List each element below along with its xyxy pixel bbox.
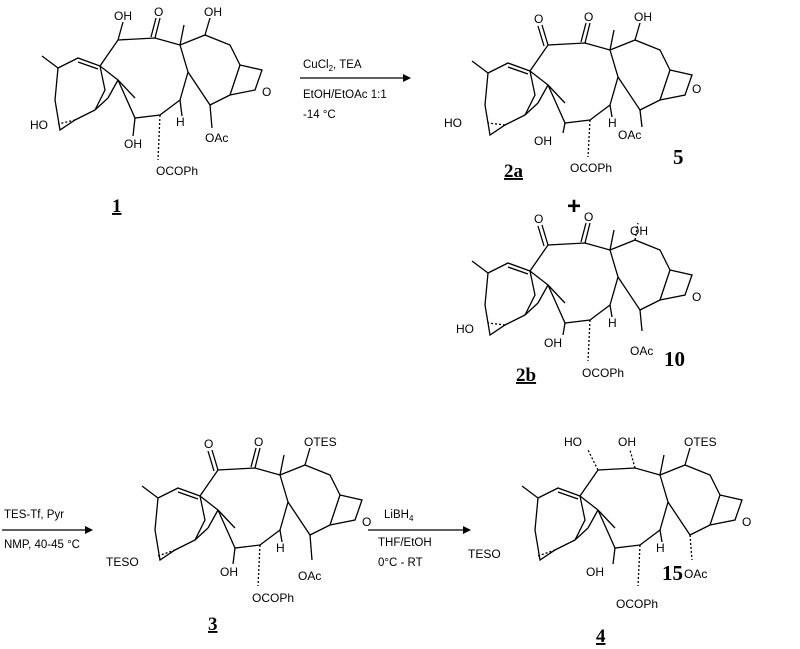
plus-sign: + [567, 193, 581, 220]
molecule-3-skeleton [141, 447, 363, 587]
compound-label-4: 4 [596, 626, 606, 647]
molecule-2b-skeleton [471, 222, 693, 362]
molecule-1-oh-right: OH [204, 5, 222, 19]
reaction3-solvent: THF/EtOH [378, 537, 432, 549]
molecule-3-oac: OAc [298, 569, 321, 583]
molecule-3-ocoph: OCOPh [252, 591, 294, 605]
molecule-1-oac: OAc [205, 131, 228, 145]
reaction1-reagent: CuCl2, TEA [303, 59, 362, 73]
molecule-3-ketone-o-1: O [204, 437, 213, 451]
molecule-2a: O O OH O H HO OH OAc OCOPh 2a [444, 10, 701, 182]
molecule-1-ocoph: OCOPh [156, 164, 198, 178]
molecule-4-otes: OTES [684, 435, 717, 449]
molecule-2a-h: H [608, 116, 617, 130]
molecule-4-teso: TESO [468, 547, 501, 561]
margin-number-5: 5 [673, 145, 684, 169]
molecule-1-h: H [176, 115, 185, 129]
molecule-2a-ketone-o-1: O [534, 12, 543, 26]
molecule-2a-skeleton [471, 22, 693, 158]
molecule-4-oh-bottom: OH [586, 565, 604, 579]
molecule-2b-ocoph: OCOPh [582, 366, 624, 380]
molecule-3-teso: TESO [106, 555, 139, 569]
molecule-4-skeleton [521, 447, 743, 587]
molecule-1: OH O OH O H HO OH OAc OCOPh 1 [30, 5, 271, 217]
compound-label-2b: 2b [516, 365, 536, 386]
molecule-1-oh-bottom: OH [124, 137, 142, 151]
molecule-4: HO OH OTES O H TESO OH OAc OCOPh 4 [468, 435, 751, 647]
molecule-2b-ho: HO [456, 322, 474, 336]
molecule-2a-oh-bottom: OH [534, 134, 552, 148]
molecule-4-ocoph: OCOPh [616, 597, 658, 611]
molecule-2a-ketone-o-2: O [584, 10, 593, 24]
molecule-4-oxetane-o: O [742, 515, 751, 529]
molecule-4-oh-top: OH [618, 435, 636, 449]
molecule-2a-ho: HO [444, 116, 462, 130]
reaction2-conditions: NMP, 40-45 °C [4, 539, 80, 551]
reaction3-reagent: LiBH4 [384, 509, 414, 523]
margin-number-15: 15 [662, 561, 683, 585]
margin-number-10: 10 [664, 347, 685, 371]
molecule-3-ketone-o-2: O [254, 435, 263, 449]
molecule-3-h: H [276, 541, 285, 555]
molecule-4-ho-top: HO [564, 435, 582, 449]
molecule-2b-oh-right: OH [630, 224, 648, 238]
compound-label-2a: 2a [504, 161, 524, 182]
molecule-3-otes: OTES [304, 435, 337, 449]
reaction1-temperature: -14 °C [303, 109, 336, 121]
reaction1-solvent: EtOH/EtOAc 1:1 [303, 89, 387, 101]
compound-label-3: 3 [208, 614, 218, 635]
molecule-3-oxetane-o: O [362, 515, 371, 529]
molecule-2b: O O OH O H HO OH OAc OCOPh 2b [456, 210, 701, 386]
molecule-1-ho: HO [30, 118, 48, 132]
reaction2-reagent: TES-Tf, Pyr [4, 509, 64, 521]
molecule-1-oxetane-o: O [262, 85, 271, 99]
molecule-2b-h: H [608, 316, 617, 330]
reaction3-temperature: 0°C - RT [378, 557, 423, 569]
molecule-2a-ocoph: OCOPh [570, 161, 612, 175]
molecule-1-skeleton [41, 17, 263, 161]
molecule-2b-oxetane-o: O [692, 290, 701, 304]
compound-label-1: 1 [112, 196, 122, 217]
molecule-2b-oac: OAc [630, 344, 653, 358]
molecule-2b-oh-bottom: OH [544, 336, 562, 350]
molecule-3-oh-bottom: OH [220, 565, 238, 579]
molecule-1-ketone-o: O [154, 5, 163, 19]
molecule-1-oh-top: OH [114, 9, 132, 23]
molecule-2b-ketone-o-2: O [584, 210, 593, 224]
molecule-4-oac: OAc [684, 567, 707, 581]
molecule-4-h: H [656, 541, 665, 555]
molecule-2a-oxetane-o: O [692, 82, 701, 96]
molecule-2a-oac: OAc [618, 128, 641, 142]
molecule-2b-ketone-o-1: O [534, 212, 543, 226]
molecule-3: O O OTES O H TESO OH OAc OCOPh 3 [106, 435, 371, 635]
molecule-2a-oh-right: OH [634, 10, 652, 24]
